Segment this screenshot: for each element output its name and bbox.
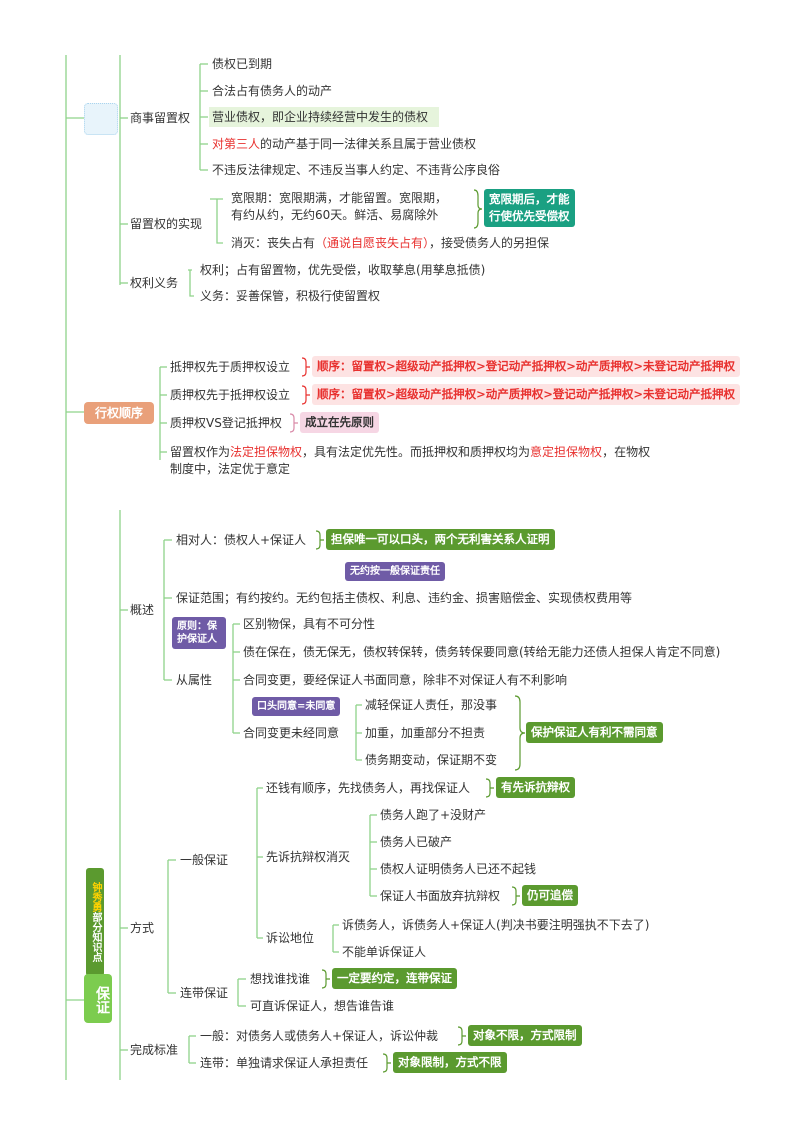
- mode-label: 方式: [130, 921, 155, 935]
- priority-row-1-tag: 顺序：留置权>超级动产抵押权>登记动产抵押权>动产质押权>未登记动产抵押权: [312, 356, 741, 377]
- extinct-a: 消灭：丧失占有: [231, 236, 316, 250]
- side-label-rest: 部分知识点: [90, 912, 101, 962]
- guarantee-node-label: 保证: [94, 986, 110, 1014]
- extinct-line: 消灭：丧失占有（通说自愿丧失占有），接受债务人的另担保: [231, 235, 549, 252]
- row4-red-2: 意定担保物权: [530, 445, 603, 459]
- guarantee-side-label: 钟秀勇部分知识点: [86, 868, 104, 976]
- accessory-item-3: 合同变更，要经保证人书面同意，除非不对保证人有不利影响: [243, 673, 568, 687]
- scope-note: 无约按一般保证责任: [345, 562, 445, 581]
- realization-label: 留置权的实现: [130, 217, 203, 231]
- unconsented-note: 口头同意=未同意: [252, 697, 341, 716]
- scope: 保证范围；有约按约。无约包括主债权、利息、违约金、损害赔偿金、实现债权费用等: [176, 591, 633, 605]
- row4-red-1: 法定担保物权: [230, 445, 303, 459]
- extinguish-tag: 仍可追偿: [522, 885, 578, 906]
- accessory-item-2: 债在保在，债无保无，债权转保转，债务转保要同意(转给无能力还债人担保人肯定不同意…: [243, 645, 721, 659]
- completion-general: 一般：对债务人或债务人+保证人，诉讼仲裁: [200, 1029, 439, 1043]
- general-order-tag: 有先诉抗辩权: [496, 777, 575, 798]
- commercial-item-1: 债权已到期: [212, 57, 273, 71]
- extinguish-item-4: 保证人书面放弃抗辩权: [380, 889, 501, 903]
- priority-node[interactable]: 行权顺序: [84, 402, 154, 424]
- litigation-item-1: 诉债务人，诉债务人+保证人(判决书要注明强执不下去了): [342, 918, 650, 932]
- completion-label: 完成标准: [130, 1043, 179, 1057]
- extinguish-item-1: 债务人跑了+没财产: [380, 808, 487, 822]
- extinct-red: （通说自愿丧失占有）: [315, 236, 430, 250]
- priority-node-label: 行权顺序: [94, 406, 143, 420]
- side-label-red: 钟秀勇: [90, 882, 101, 912]
- general-order: 还钱有顺序，先找债务人，再找保证人: [266, 781, 471, 795]
- joint-label: 连带保证: [180, 986, 229, 1000]
- counterparty-tag: 担保唯一可以口头，两个无利害关系人证明: [326, 529, 555, 550]
- unconsented-item-3: 债务期变动，保证期不变: [365, 753, 498, 767]
- general-label: 一般保证: [180, 853, 229, 867]
- completion-joint-tag: 对象限制，方式不限: [393, 1052, 507, 1073]
- commercial-lien-label: 商事留置权: [130, 111, 191, 125]
- unconsented-item-2: 加重，加重部分不担责: [365, 726, 486, 740]
- priority-row-4-line-2: 制度中，法定优于意定: [170, 462, 291, 476]
- rights-duty: 义务：妥善保管，积极行使留置权: [200, 289, 381, 303]
- completion-general-tag: 对象不限，方式限制: [468, 1025, 582, 1046]
- commercial-item-4: 对第三人的动产基于同一法律关系且属于营业债权: [212, 136, 476, 153]
- grace-line-2: 有约从约，无约60天。鲜活、易腐除外: [231, 208, 439, 222]
- extinct-b: ，接受债务人的另担保: [429, 236, 550, 250]
- priority-row-3-tag: 成立在先原则: [300, 412, 379, 433]
- priority-row-1: 抵押权先于质押权设立: [170, 360, 291, 374]
- row4-a: 留置权作为: [170, 445, 231, 459]
- rights-right: 权利；占有留置物，优先受偿，收取孳息(用孳息抵债): [200, 263, 486, 277]
- row4-b: ，具有法定优先性。而抵押权和质押权均为: [302, 445, 531, 459]
- joint-item-2: 可直诉保证人，想告谁告谁: [250, 999, 395, 1013]
- priority-row-3: 质押权VS登记抵押权: [170, 416, 282, 430]
- unconsented-item-1: 减轻保证人责任，那没事: [365, 698, 498, 712]
- extinguish-item-3: 债权人证明债务人已还不起钱: [380, 862, 537, 876]
- guarantee-node[interactable]: 保证: [84, 974, 112, 1023]
- unconsented-label: 合同变更未经同意: [243, 726, 340, 740]
- litigation-label: 诉讼地位: [266, 931, 315, 945]
- grace-line-1: 宽限期：宽限期满，才能留置。宽限期，: [231, 191, 448, 205]
- joint-tag: 一定要约定，连带保证: [332, 968, 457, 989]
- row4-c: ，在物权: [602, 445, 651, 459]
- litigation-item-2: 不能单诉保证人: [342, 945, 427, 959]
- joint-item-1: 想找谁找谁: [250, 972, 311, 986]
- overview-label: 概述: [130, 603, 155, 617]
- priority-row-2-tag: 顺序：留置权>超级动产抵押权>动产质押权>登记动产抵押权>未登记动产抵押权: [312, 384, 741, 405]
- highlight-box: [209, 107, 439, 127]
- priority-row-2: 质押权先于抵押权设立: [170, 388, 291, 402]
- accessory-item-1: 区别物保，具有不可分性: [243, 617, 376, 631]
- commercial-item-5: 不违反法律规定、不违反当事人约定、不违背公序良俗: [212, 163, 501, 177]
- grace-tag-line-1: 宽限期后，才能: [489, 192, 570, 206]
- commercial-item-2: 合法占有债务人的动产: [212, 84, 333, 98]
- extinguish-label: 先诉抗辩权消灭: [266, 850, 351, 864]
- completion-joint: 连带：单独请求保证人承担责任: [200, 1056, 369, 1070]
- grace-tag-line-2: 行使优先受偿权: [489, 209, 570, 223]
- lien-image-node: [84, 103, 118, 135]
- accessory-label: 从属性: [176, 673, 213, 687]
- commercial-item-4-rest: 的动产基于同一法律关系且属于营业债权: [260, 137, 477, 151]
- counterparty: 相对人：债权人+保证人: [176, 533, 307, 547]
- accessory-note: 原则：保护保证人: [172, 617, 226, 649]
- unconsented-tag: 保护保证人有利不需同意: [526, 722, 663, 743]
- grace-tag: 宽限期后，才能 行使优先受偿权: [484, 189, 575, 227]
- rights-label: 权利义务: [130, 276, 179, 290]
- priority-row-4: 留置权作为法定担保物权，具有法定优先性。而抵押权和质押权均为意定担保物权，在物权: [170, 444, 650, 461]
- commercial-item-4-red: 对第三人: [212, 137, 261, 151]
- commercial-item-3: 营业债权，即企业持续经营中发生的债权: [212, 110, 429, 124]
- extinguish-item-2: 债务人已破产: [380, 835, 453, 849]
